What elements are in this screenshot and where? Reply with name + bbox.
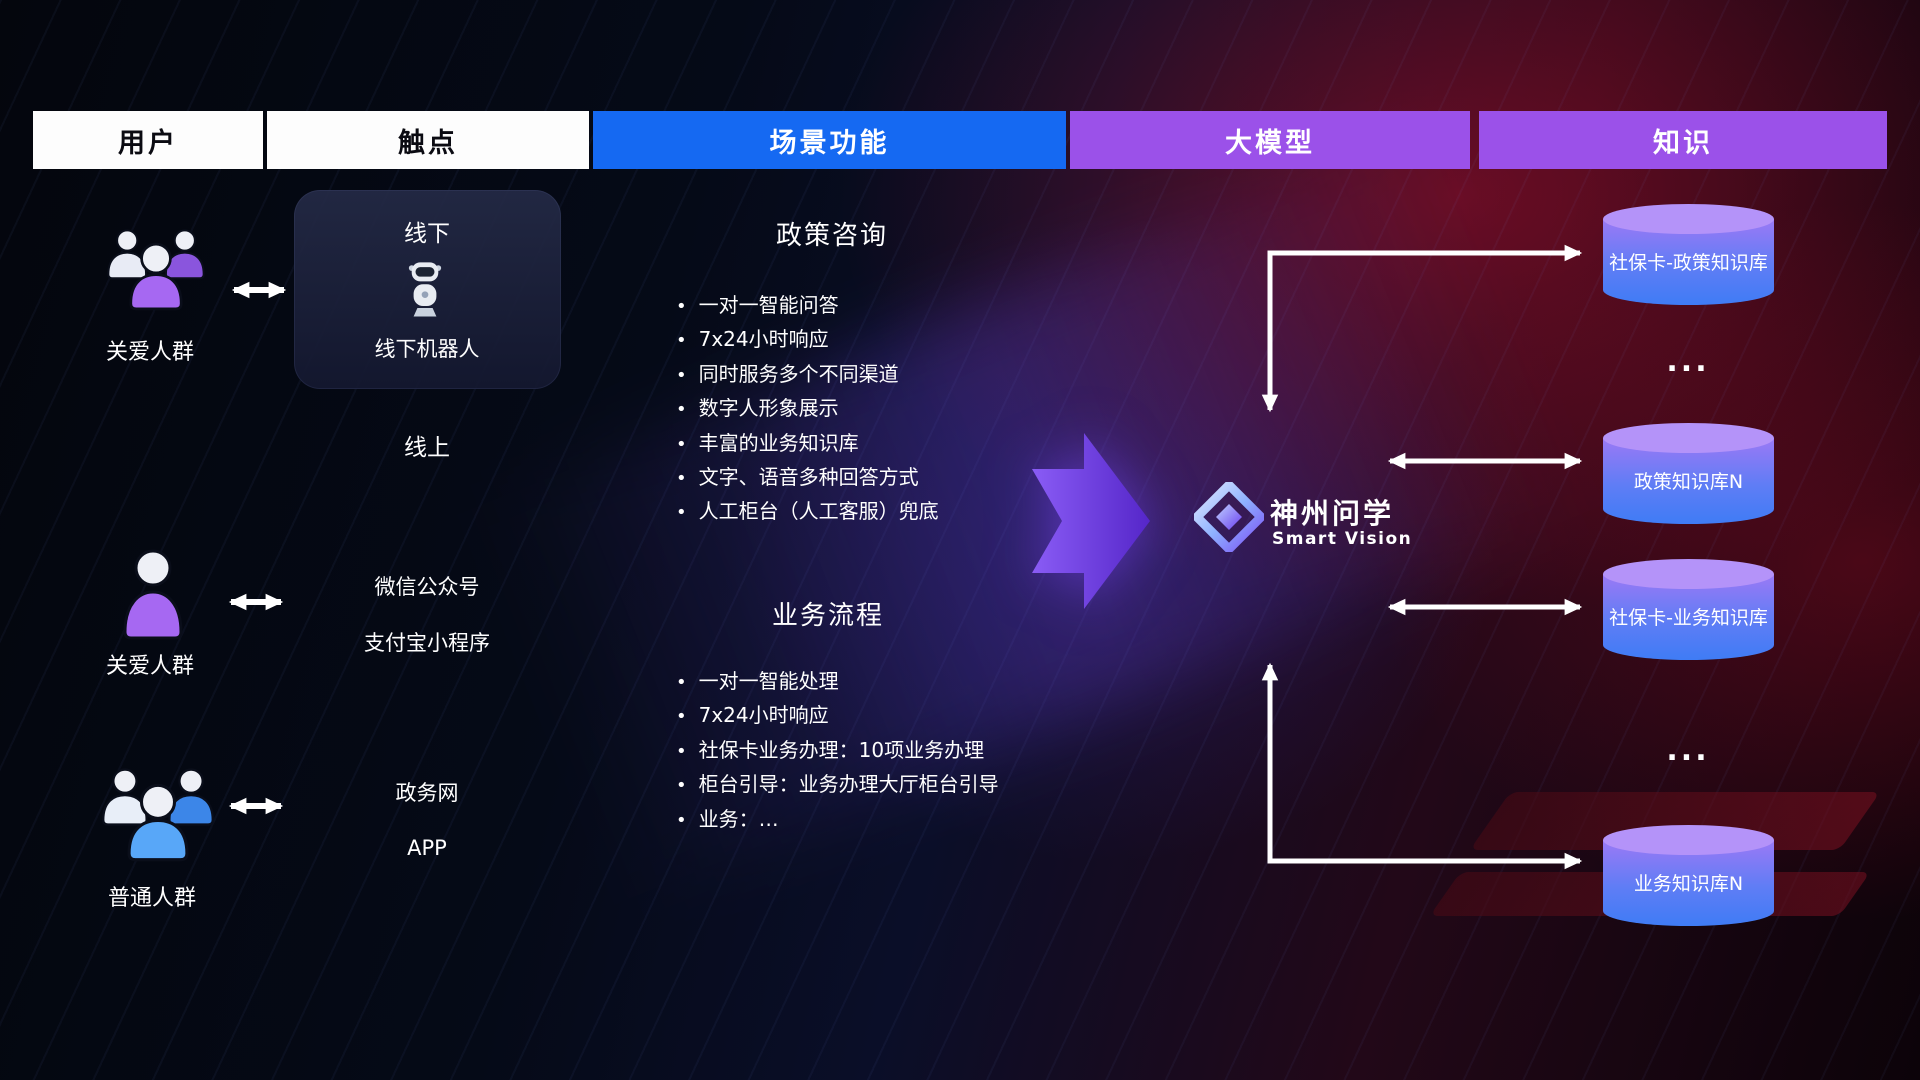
database-icon [1603, 825, 1774, 926]
feature-item: 文字、语音多种回答方式 [676, 461, 939, 495]
care-group-icon [107, 229, 205, 311]
policy-section-title: 政策咨询 [775, 221, 889, 251]
knowledge-db-business-socialcard: 社保卡-业务知识库 [1601, 557, 1776, 662]
database-icon [1603, 559, 1774, 660]
knowledge-db-policy-socialcard: 社保卡-政策知识库 [1601, 202, 1776, 307]
database-label: 社保卡-政策知识库 [1609, 252, 1768, 274]
alipay-label: 支付宝小程序 [364, 631, 490, 655]
column-header-model: 大模型 [1070, 111, 1470, 169]
policy-feature-list: 一对一智能问答 7x24小时响应 同时服务多个不同渠道 数字人形象展示 丰富的业… [676, 289, 939, 530]
user-group-label: 关爱人群 [105, 654, 195, 679]
robot-icon [408, 262, 442, 317]
care-person-icon [123, 549, 183, 640]
feature-item: 7x24小时响应 [676, 323, 939, 357]
knowledge-db-policy-n: 政策知识库N [1601, 421, 1776, 526]
user-group-label: 普通人群 [107, 886, 197, 911]
feature-item: 社保卡业务办理：10项业务办理 [676, 734, 999, 768]
ellipsis: ... [1666, 733, 1710, 768]
column-header-users: 用户 [33, 111, 263, 169]
database-label: 政策知识库N [1633, 471, 1744, 493]
database-label: 社保卡-业务知识库 [1609, 607, 1768, 629]
offline-robot-label: 线下机器人 [374, 337, 480, 361]
general-group-icon [102, 768, 214, 862]
column-header-knowledge: 知识 [1479, 111, 1887, 169]
column-header-scenarios: 场景功能 [593, 111, 1066, 169]
feature-item: 一对一智能处理 [676, 665, 999, 699]
user-group-label: 关爱人群 [105, 340, 195, 365]
business-feature-list: 一对一智能处理 7x24小时响应 社保卡业务办理：10项业务办理 柜台引导：业务… [676, 665, 999, 837]
app-label: APP [407, 836, 447, 860]
ellipsis: ... [1666, 344, 1710, 379]
feature-item: 数字人形象展示 [676, 392, 939, 426]
offline-label: 线下 [404, 221, 450, 247]
gov-web-label: 政务网 [395, 781, 459, 805]
wechat-label: 微信公众号 [374, 575, 480, 599]
database-icon [1603, 204, 1774, 305]
feature-item: 丰富的业务知识库 [676, 427, 939, 461]
knowledge-db-business-n: 业务知识库N [1601, 823, 1776, 928]
feature-item: 一对一智能问答 [676, 289, 939, 323]
column-header-touchpoints: 触点 [267, 111, 589, 169]
flow-arrow [1032, 433, 1150, 609]
feature-item: 同时服务多个不同渠道 [676, 358, 939, 392]
online-label: 线上 [404, 435, 450, 461]
feature-item: 业务：… [676, 803, 999, 837]
database-icon [1603, 423, 1774, 524]
business-section-title: 业务流程 [771, 601, 885, 631]
feature-item: 人工柜台（人工客服）兜底 [676, 495, 939, 529]
brand-name: 神州问学 [1270, 497, 1395, 530]
feature-item: 7x24小时响应 [676, 699, 999, 733]
brand-logo-icon [1194, 482, 1264, 552]
database-label: 业务知识库N [1633, 873, 1744, 895]
feature-item: 柜台引导：业务办理大厅柜台引导 [676, 768, 999, 802]
brand-subtitle: Smart Vision [1272, 529, 1413, 549]
